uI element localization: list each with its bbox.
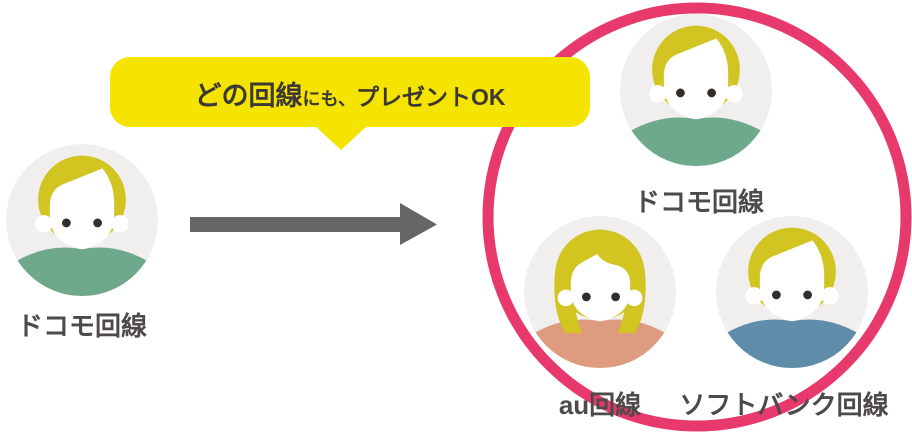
avatar-recipient-docomo	[618, 12, 774, 173]
eye-right	[93, 218, 102, 228]
ear-left	[35, 215, 53, 233]
eye-right	[707, 88, 716, 98]
arrow-shaft	[190, 217, 402, 232]
ear-left	[745, 287, 763, 305]
label-recipient-softbank: ソフトバンク回線	[679, 390, 889, 420]
ear-right	[821, 287, 839, 305]
face	[663, 38, 729, 120]
label-recipient-docomo: ドコモ回線	[633, 187, 765, 217]
face	[759, 240, 825, 322]
group-circle-stroke	[482, 2, 912, 432]
label-recipient-au: au回線	[558, 390, 642, 420]
eye-right	[803, 290, 812, 300]
avatar-recipient-au	[522, 214, 678, 375]
bubble-text-medium: プレゼントOK	[355, 84, 506, 110]
bubble-text-large: どの回線	[194, 81, 303, 111]
eye-left	[581, 292, 591, 302]
eye-left	[62, 218, 71, 228]
eye-right	[611, 292, 620, 302]
avatar-recipient-softbank	[714, 214, 870, 375]
arrow-head	[400, 203, 437, 245]
person-icon	[619, 13, 773, 167]
avatar-sender-docomo	[4, 142, 160, 303]
eye-left	[676, 88, 685, 98]
bubble-text-small: にも、	[302, 89, 356, 109]
person-icon	[715, 215, 869, 369]
face	[570, 253, 631, 322]
transfer-arrow-icon	[190, 203, 437, 245]
person-icon	[523, 215, 677, 369]
eye-left	[772, 290, 781, 300]
ear-left	[649, 85, 667, 103]
label-sender-line: ドコモ回線	[16, 311, 148, 341]
ear-right	[111, 215, 129, 233]
ear-right	[725, 85, 743, 103]
ear-left	[557, 289, 575, 307]
speech-bubble-tail	[314, 125, 368, 150]
face	[49, 168, 115, 250]
speech-bubble: どの回線にも、プレゼントOK	[110, 57, 590, 127]
person-icon	[5, 143, 159, 297]
